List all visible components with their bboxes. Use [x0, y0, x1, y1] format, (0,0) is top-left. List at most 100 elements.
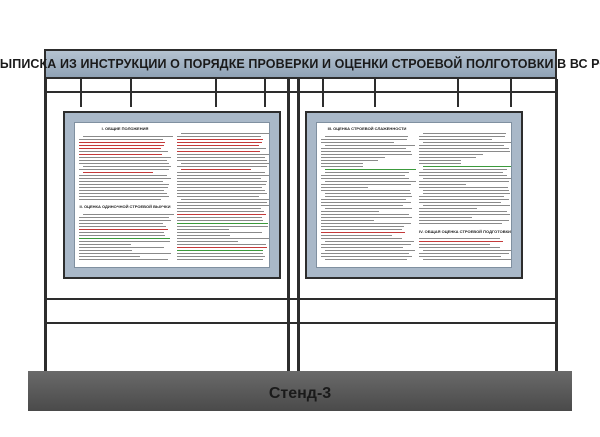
text-line	[423, 133, 507, 134]
text-line	[419, 163, 461, 164]
stand-title-plate: ВЫПИСКА ИЗ ИНСТРУКЦИИ О ПОРЯДКЕ ПРОВЕРКИ…	[0, 49, 600, 79]
text-line	[177, 151, 260, 152]
text-line	[419, 256, 501, 257]
strut	[322, 79, 324, 107]
text-line	[321, 256, 412, 257]
text-column	[177, 129, 269, 263]
text-line	[321, 163, 363, 164]
text-line	[79, 235, 166, 236]
text-line	[325, 145, 415, 146]
text-line	[177, 220, 264, 221]
text-line	[321, 157, 385, 158]
text-line	[321, 151, 411, 152]
text-line	[321, 238, 403, 239]
text-line	[419, 199, 509, 200]
text-line	[177, 235, 230, 236]
text-line	[177, 178, 261, 179]
text-line	[419, 148, 509, 149]
text-line	[419, 253, 510, 254]
info-sheet-left: I. ОБЩИЕ ПОЛОЖЕНИЯ II. ОЦЕНКА ОДИНОЧНОЙ …	[74, 122, 270, 268]
text-line	[79, 256, 141, 257]
text-line	[419, 160, 461, 161]
text-line	[321, 154, 412, 155]
text-line	[177, 157, 265, 158]
text-line	[177, 166, 267, 167]
text-line	[177, 223, 269, 224]
text-line	[325, 196, 413, 197]
text-line	[79, 187, 169, 188]
text-line	[79, 154, 162, 155]
text-line	[321, 226, 404, 227]
text-line	[177, 253, 264, 254]
text-line	[177, 211, 264, 212]
text-line	[79, 238, 171, 239]
text-line	[177, 145, 259, 146]
text-line	[79, 217, 170, 218]
text-line	[79, 220, 171, 221]
text-line	[79, 241, 170, 242]
text-line	[423, 142, 511, 143]
text-line	[177, 136, 261, 137]
text-line	[423, 193, 511, 194]
text-line	[419, 220, 510, 221]
text-line	[321, 199, 407, 200]
text-line	[419, 247, 501, 248]
lower-rail	[44, 322, 558, 324]
section-heading: III. ОЦЕНКА СТРОЕВОЙ СЛАЖЕННОСТИ	[327, 126, 407, 131]
text-line	[79, 244, 131, 245]
text-line	[79, 232, 165, 233]
text-line	[419, 208, 478, 209]
strut	[264, 79, 266, 107]
strut	[374, 79, 376, 107]
text-line	[79, 259, 169, 260]
text-column	[321, 129, 417, 263]
text-line	[419, 145, 505, 146]
info-sheet-right: III. ОЦЕНКА СТРОЕВОЙ СЛАЖЕННОСТИ IV. ОБЩ…	[316, 122, 512, 268]
text-line	[321, 217, 413, 218]
text-line	[321, 211, 380, 212]
text-line	[321, 190, 410, 191]
text-line	[325, 172, 409, 173]
text-line	[177, 229, 229, 230]
text-line	[321, 160, 379, 161]
text-line	[177, 142, 263, 143]
text-line	[321, 244, 412, 245]
text-line	[321, 247, 403, 248]
text-line	[177, 154, 269, 155]
text-line	[325, 259, 408, 260]
text-line	[83, 166, 171, 167]
text-line	[181, 163, 269, 164]
text-line	[419, 202, 502, 203]
middle-rail	[44, 298, 558, 300]
text-line	[419, 241, 504, 242]
text-line	[321, 175, 405, 176]
stand-title: ВЫПИСКА ИЗ ИНСТРУКЦИИ О ПОРЯДКЕ ПРОВЕРКИ…	[0, 57, 600, 71]
text-line	[79, 190, 165, 191]
text-line	[79, 163, 169, 164]
text-line	[423, 178, 511, 179]
text-line	[79, 250, 132, 251]
text-line	[79, 181, 163, 182]
text-line	[177, 148, 267, 149]
text-line	[79, 139, 163, 140]
text-line	[419, 214, 511, 215]
text-line	[177, 217, 263, 218]
text-line	[423, 205, 511, 206]
text-line	[79, 184, 169, 185]
info-panel-right: III. ОЦЕНКА СТРОЕВОЙ СЛАЖЕННОСТИ IV. ОБЩ…	[305, 111, 523, 279]
text-line	[321, 253, 410, 254]
text-line	[83, 136, 173, 137]
text-line	[177, 250, 264, 251]
text-line	[177, 214, 266, 215]
text-line	[79, 145, 165, 146]
text-line	[321, 235, 392, 236]
text-line	[325, 208, 413, 209]
text-line	[321, 223, 412, 224]
middle-post-left	[287, 79, 290, 371]
text-line	[79, 193, 168, 194]
text-line	[79, 253, 171, 254]
text-line	[79, 229, 168, 230]
text-line	[419, 196, 505, 197]
text-line	[79, 157, 171, 158]
text-line	[423, 166, 511, 167]
